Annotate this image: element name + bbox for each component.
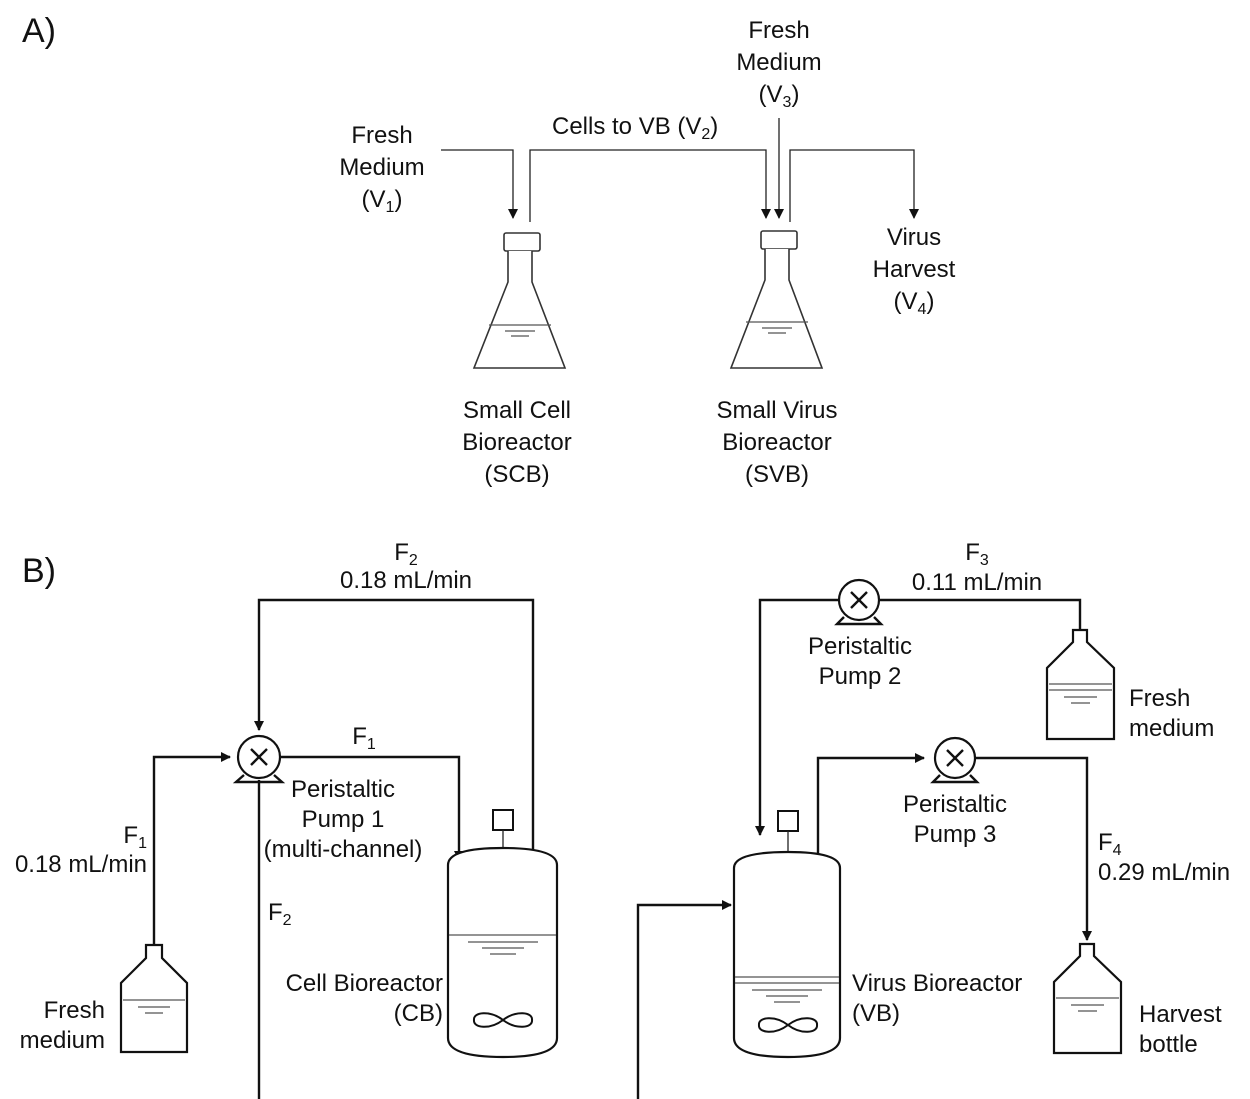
panel-a-label: A)	[22, 12, 56, 50]
svg-text:(V3): (V3)	[759, 81, 800, 111]
svg-text:Harvest: Harvest	[1139, 1001, 1222, 1028]
svg-text:0.11 mL/min: 0.11 mL/min	[912, 569, 1042, 596]
svg-text:(VB): (VB)	[852, 1000, 900, 1027]
cell-bioreactor-vessel	[446, 809, 559, 1059]
f4-right-label: F4 0.29 mL/min	[1098, 829, 1230, 886]
peristaltic-pump-1	[232, 734, 286, 784]
scb-label: Small Cell Bioreactor (SCB)	[462, 397, 571, 488]
svg-text:Pump 3: Pump 3	[914, 821, 997, 848]
svg-text:Small Cell: Small Cell	[463, 397, 571, 424]
svg-text:Pump 2: Pump 2	[819, 663, 902, 690]
svg-text:Bioreactor: Bioreactor	[462, 429, 571, 456]
svg-text:(SVB): (SVB)	[745, 461, 809, 488]
peristaltic-pump-2	[834, 578, 884, 626]
small-virus-bioreactor-flask	[729, 230, 824, 369]
svg-text:Fresh: Fresh	[351, 122, 412, 149]
svg-text:medium: medium	[1129, 715, 1214, 742]
svg-text:medium: medium	[20, 1027, 105, 1054]
svg-text:F1: F1	[123, 822, 147, 852]
pump3-label: Peristaltic Pump 3	[903, 791, 1007, 848]
fresh-medium-right-label: Fresh medium	[1129, 685, 1214, 742]
svb-label: Small Virus Bioreactor (SVB)	[717, 397, 838, 488]
svg-text:0.18 mL/min: 0.18 mL/min	[15, 851, 147, 878]
svg-text:Pump 1: Pump 1	[302, 806, 385, 833]
svg-text:(V1): (V1)	[362, 186, 403, 216]
svg-text:bottle: bottle	[1139, 1031, 1198, 1058]
peristaltic-pump-3	[930, 736, 980, 784]
virus-harvest-label: Virus Harvest (V4)	[873, 224, 956, 318]
svg-text:F2: F2	[394, 539, 418, 569]
svg-text:F3: F3	[965, 539, 989, 569]
f2-top-label: F2 0.18 mL/min	[340, 539, 472, 594]
svg-text:Medium: Medium	[736, 49, 821, 76]
cell-bioreactor-label: Cell Bioreactor (CB)	[286, 970, 443, 1027]
svg-text:Medium: Medium	[339, 154, 424, 181]
svg-text:Virus: Virus	[887, 224, 941, 251]
svg-text:Peristaltic: Peristaltic	[903, 791, 1007, 818]
panel-a-flow-lines	[441, 118, 919, 222]
f2-mid-label: F2	[268, 899, 292, 929]
svg-text:Harvest: Harvest	[873, 256, 956, 283]
cells-to-vb-label: Cells to VB (V2)	[552, 113, 718, 143]
svg-text:0.29 mL/min: 0.29 mL/min	[1098, 859, 1230, 886]
svg-text:0.18 mL/min: 0.18 mL/min	[340, 567, 472, 594]
svg-text:Fresh: Fresh	[1129, 685, 1190, 712]
fresh-medium-bottle-right	[1045, 628, 1116, 741]
fresh-medium-v1-label: Fresh Medium (V1)	[339, 122, 424, 216]
panel-b-flow-lines	[152, 598, 1092, 1099]
f1-left-label: F1 0.18 mL/min	[15, 822, 147, 878]
harvest-bottle-label: Harvest bottle	[1139, 1001, 1222, 1058]
svg-text:(SCB): (SCB)	[484, 461, 549, 488]
svg-text:Peristaltic: Peristaltic	[808, 633, 912, 660]
svg-text:Peristaltic: Peristaltic	[291, 776, 395, 803]
fresh-medium-left-label: Fresh medium	[20, 997, 105, 1054]
svg-text:F4: F4	[1098, 829, 1122, 859]
svg-text:Fresh: Fresh	[748, 17, 809, 44]
f3-top-label: F3 0.11 mL/min	[912, 539, 1042, 596]
svg-text:(CB): (CB)	[394, 1000, 443, 1027]
f1-mid-label: F1	[352, 723, 376, 753]
virus-bioreactor-vessel	[732, 810, 842, 1059]
panel-b-label: B)	[22, 552, 56, 590]
svg-text:Cell Bioreactor: Cell Bioreactor	[286, 970, 443, 997]
harvest-bottle	[1052, 942, 1123, 1055]
svg-text:(multi-channel): (multi-channel)	[264, 836, 423, 863]
pump2-label: Peristaltic Pump 2	[808, 633, 912, 690]
svg-text:(V4): (V4)	[894, 288, 935, 318]
svg-text:Bioreactor: Bioreactor	[722, 429, 831, 456]
pump1-label: Peristaltic Pump 1 (multi-channel)	[264, 776, 423, 863]
virus-bioreactor-label: Virus Bioreactor (VB)	[852, 970, 1022, 1027]
small-cell-bioreactor-flask	[472, 232, 567, 369]
svg-text:Fresh: Fresh	[44, 997, 105, 1024]
fresh-medium-v3-label: Fresh Medium (V3)	[736, 17, 821, 111]
fresh-medium-bottle-left	[119, 943, 189, 1054]
svg-text:Small Virus: Small Virus	[717, 397, 838, 424]
svg-text:Virus Bioreactor: Virus Bioreactor	[852, 970, 1022, 997]
